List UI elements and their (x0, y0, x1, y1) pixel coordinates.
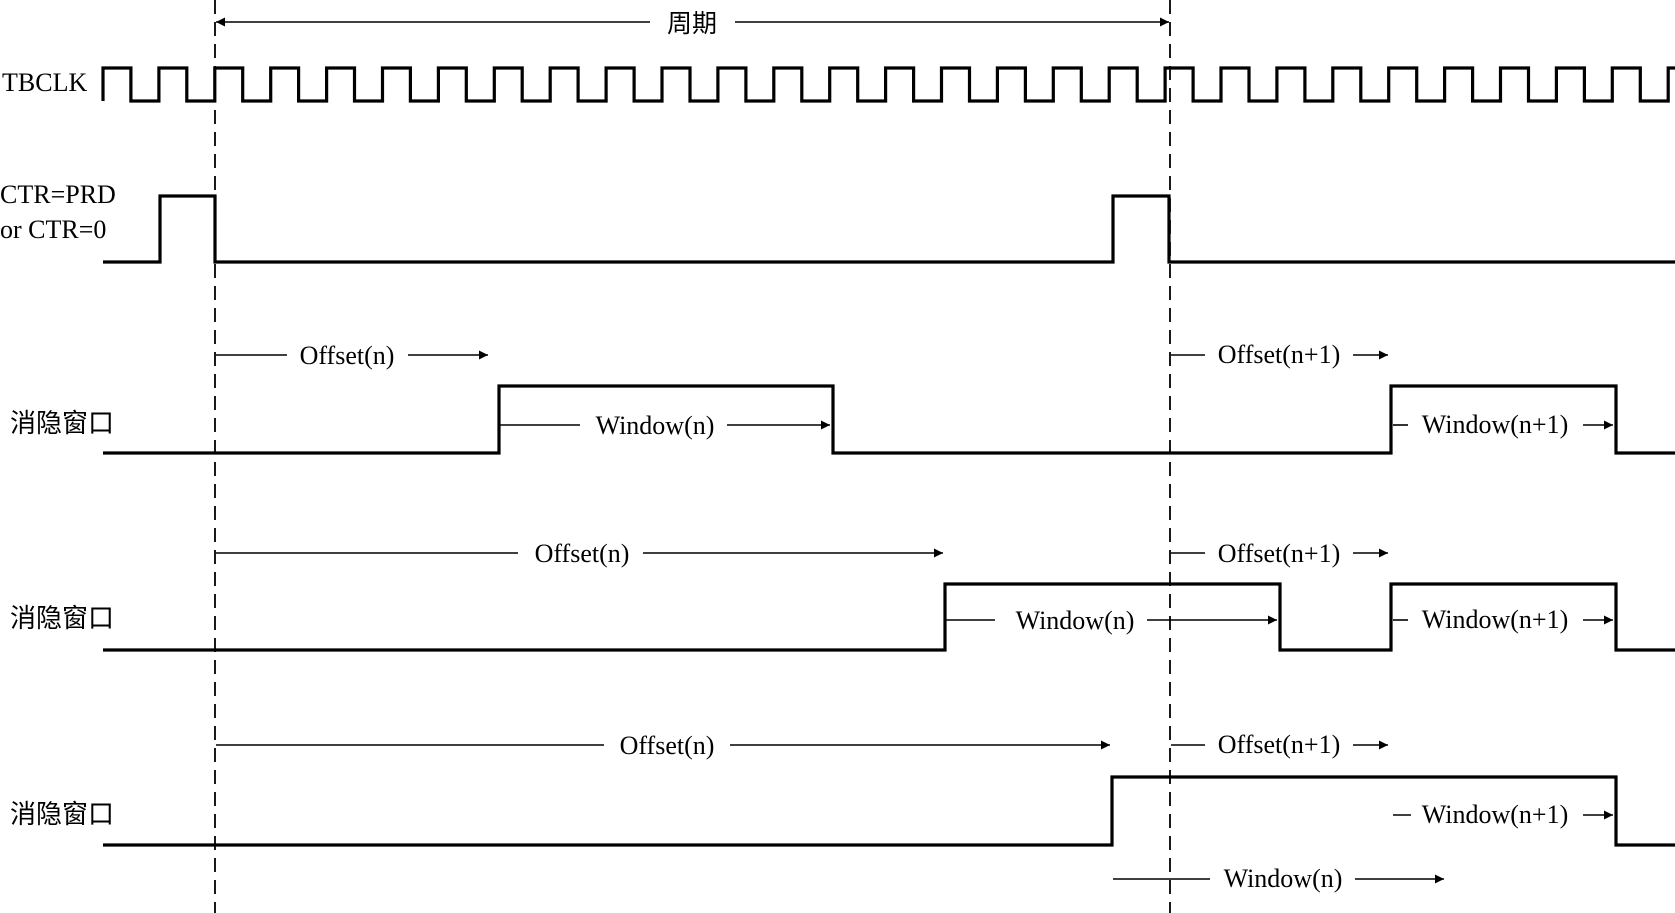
blank-window-waveform-1 (103, 384, 1675, 455)
r2-window-n1-label: Window(n+1) (1422, 605, 1568, 634)
r2-window-n-label: Window(n) (1016, 606, 1135, 635)
blank-window-label-1: 消隐窗口 (10, 409, 114, 438)
blank-window-label-3: 消隐窗口 (10, 800, 114, 829)
r2-offset-n1-label: Offset(n+1) (1218, 539, 1340, 568)
r1-offset-n1-label: Offset(n+1) (1218, 340, 1340, 369)
ctr-label-line2: or CTR=0 (0, 215, 106, 244)
r3-window-n1-label: Window(n+1) (1422, 800, 1568, 829)
tbclk-label: TBCLK (2, 68, 87, 97)
ctr-waveform (103, 194, 1675, 264)
blank-window-waveform-3 (103, 775, 1675, 847)
r3-offset-n-label: Offset(n) (620, 731, 715, 760)
r3-window-n-label: Window(n) (1224, 864, 1343, 893)
tbclk-waveform (101, 66, 1675, 103)
r3-offset-n1-label: Offset(n+1) (1218, 730, 1340, 759)
r2-offset-n-label: Offset(n) (535, 539, 630, 568)
period-label: 周期 (667, 11, 717, 38)
r1-window-n-label: Window(n) (596, 411, 715, 440)
blank-window-label-2: 消隐窗口 (10, 604, 114, 633)
r1-offset-n-label: Offset(n) (300, 341, 395, 370)
r1-window-n1-label: Window(n+1) (1422, 410, 1568, 439)
blank-window-waveform-2 (103, 582, 1675, 652)
ctr-label-line1: CTR=PRD (0, 180, 116, 209)
